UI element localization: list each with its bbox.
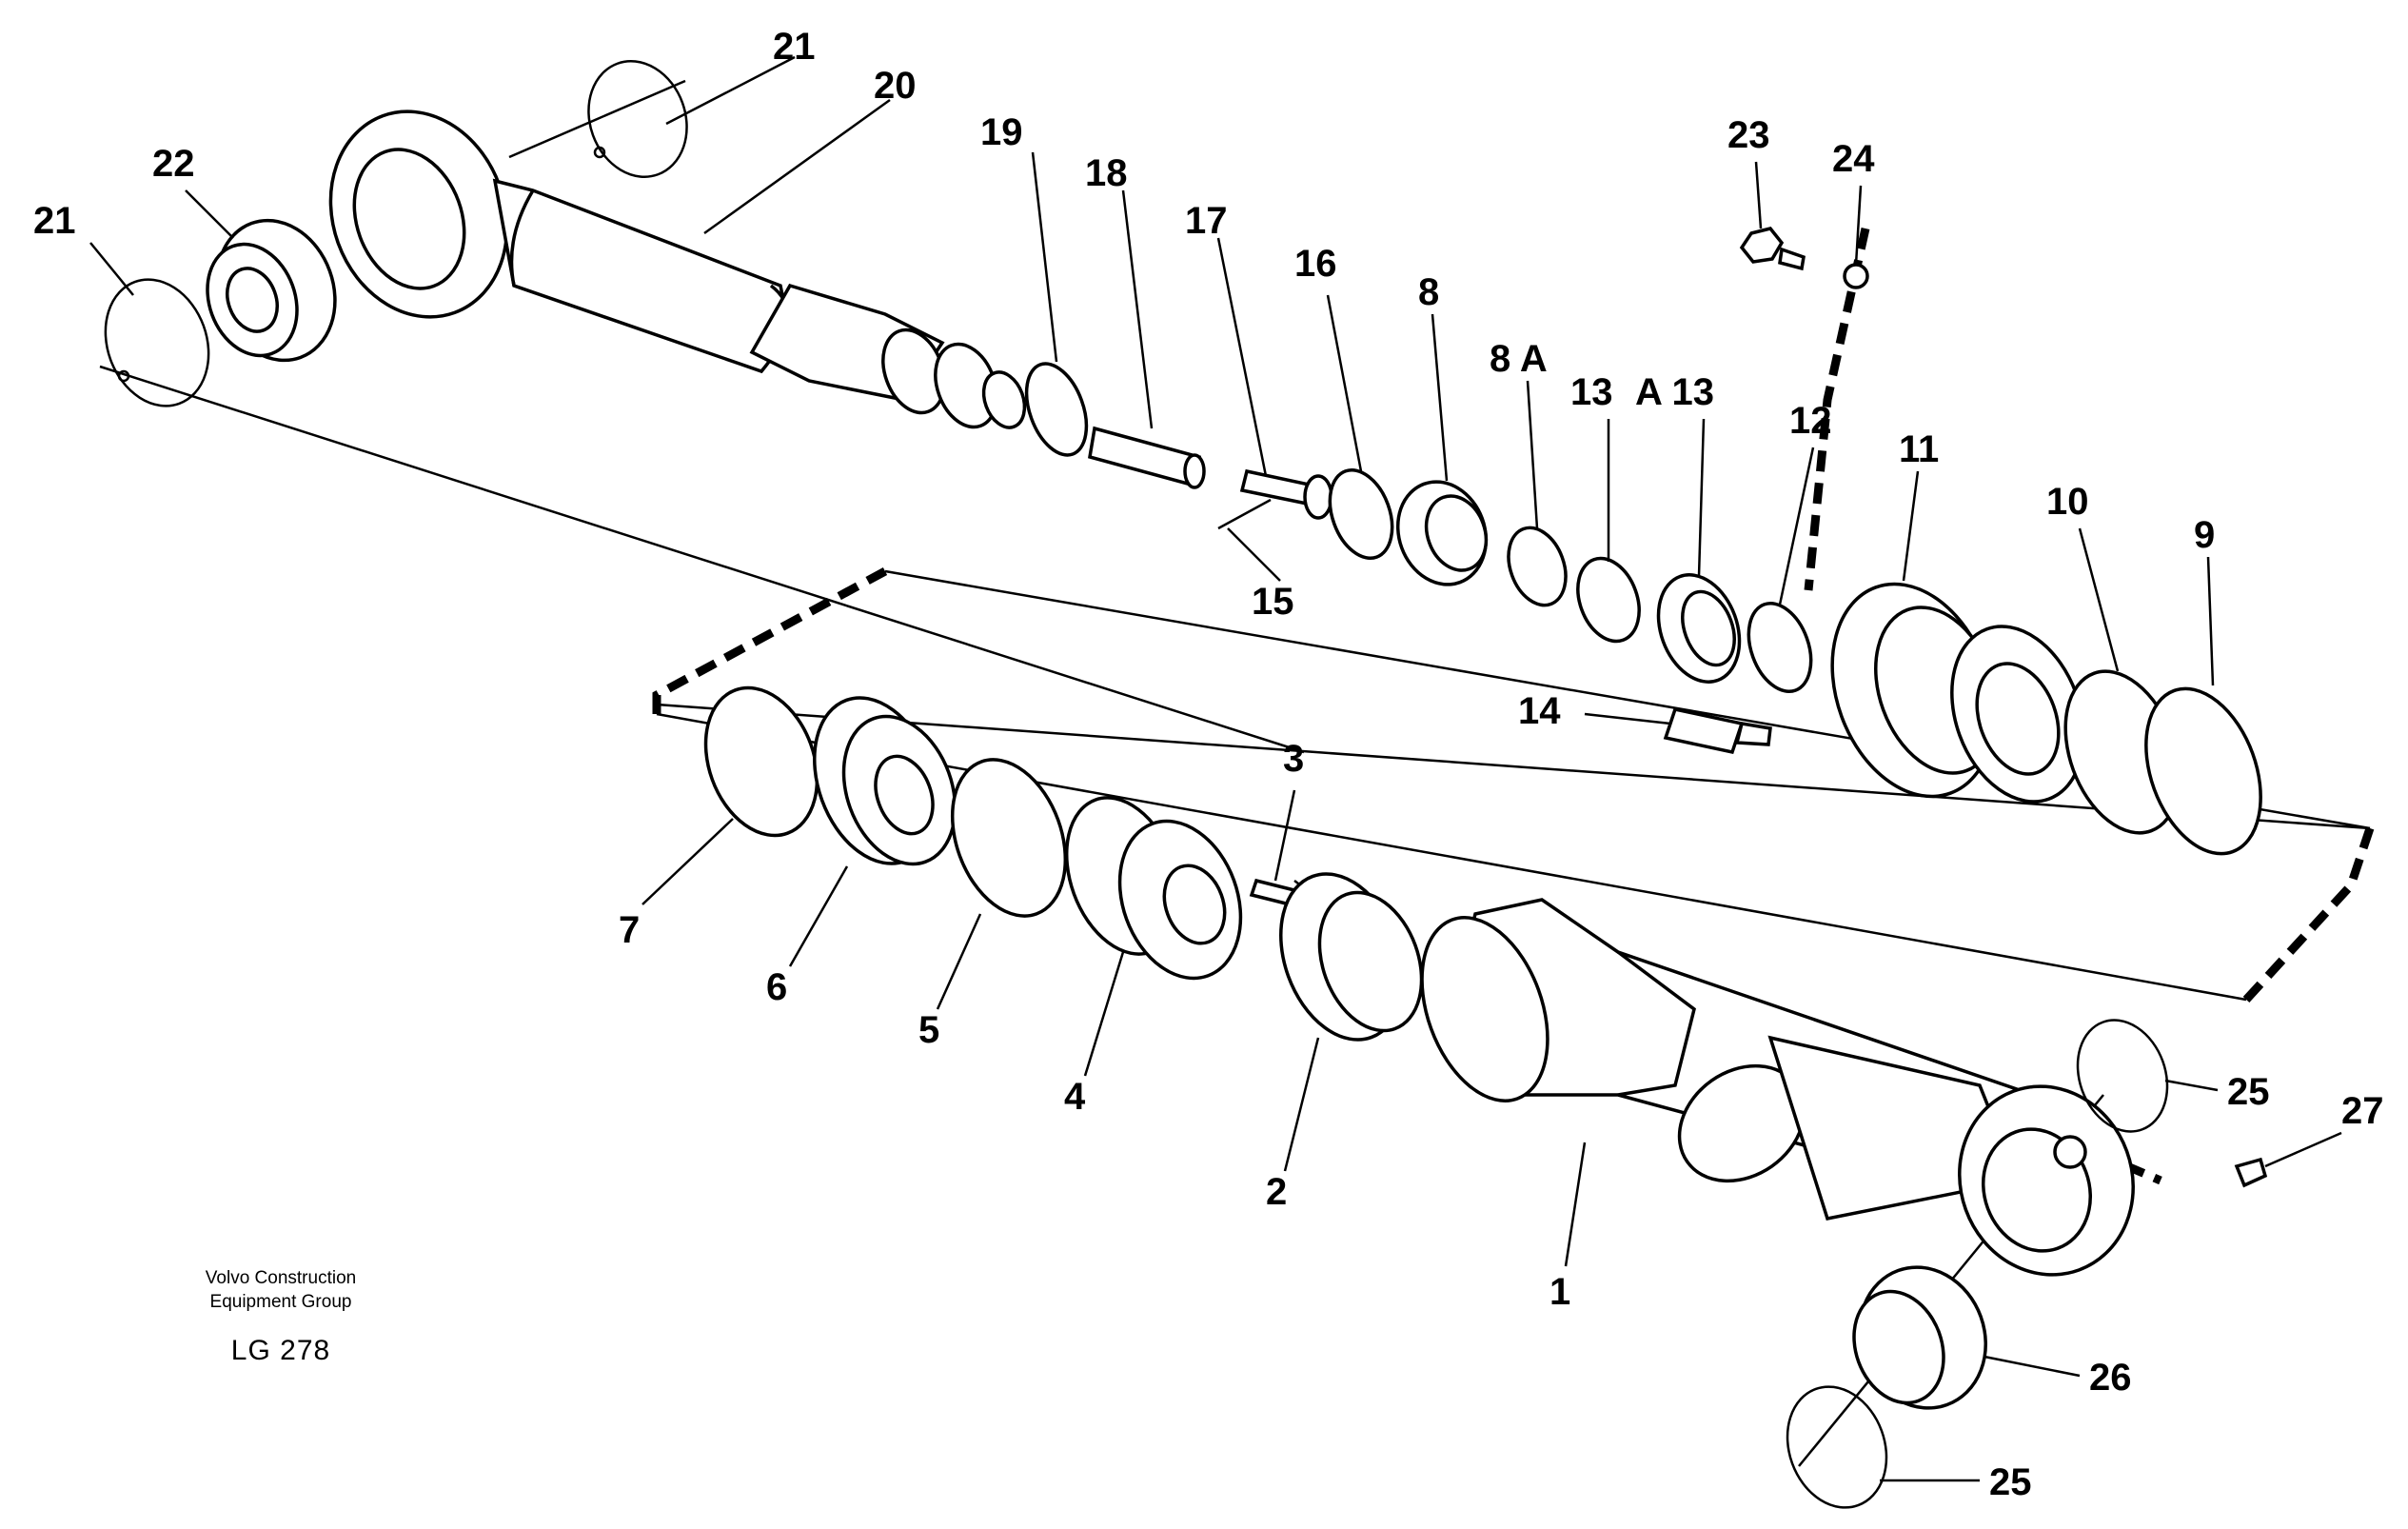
pin-15 (1217, 498, 1272, 530)
callout-9: 9 (2194, 514, 2215, 556)
callout-22: 22 (152, 143, 195, 185)
callout-12: 12 (1789, 400, 1832, 442)
callout-13: 13 (1570, 371, 1613, 413)
eye-axis-top (508, 79, 686, 159)
callout-8: 8 (1418, 271, 1439, 313)
callout-labels: 21 20 22 21 19 18 17 15 16 8 8 A 13 A 13… (33, 26, 2384, 1503)
callout-10: 10 (2046, 481, 2089, 523)
seal-13a (1656, 573, 1742, 684)
company-name-line2: Equipment Group (209, 1292, 352, 1312)
callout-2: 2 (1266, 1171, 1287, 1213)
upper-assembly-axis (99, 365, 1305, 754)
callout-21-left: 21 (33, 200, 76, 242)
callout-18: 18 (1085, 152, 1128, 194)
nut-4 (1064, 796, 1243, 981)
ring-13 (1576, 556, 1641, 644)
ring-8a (1507, 526, 1568, 607)
publisher-footer: Volvo Construction Equipment Group LG 27… (157, 1266, 405, 1367)
piston-6 (813, 696, 957, 866)
valve-17 (1239, 468, 1333, 520)
callout-20: 20 (874, 65, 917, 107)
cylinder-tube-1 (1420, 898, 2135, 1277)
company-name-line1: Volvo Construction (205, 1268, 357, 1288)
circlip-21-left (104, 278, 210, 407)
callout-7: 7 (619, 909, 640, 951)
lower-assembly-axis (656, 703, 2371, 830)
callout-6: 6 (766, 966, 787, 1008)
guide-ring-2 (1279, 872, 1424, 1042)
callout-26: 26 (2089, 1357, 2132, 1399)
o-ring-19 (1024, 362, 1089, 457)
circlip-25-top (2076, 1019, 2169, 1133)
drawing-code: LG 278 (230, 1335, 331, 1366)
washer-24 (1843, 263, 1869, 289)
callout-19: 19 (980, 111, 1023, 153)
ring-5 (950, 758, 1068, 918)
circlip-25-bottom (1786, 1385, 1888, 1509)
cylinder-head-11 (1830, 582, 2085, 804)
callout-1: 1 (1549, 1271, 1570, 1313)
callout-15: 15 (1252, 581, 1294, 623)
callout-13a: A 13 (1635, 371, 1714, 413)
callout-8a: 8 A (1490, 338, 1548, 380)
bolt-14 (1663, 706, 1772, 755)
ring-9 (2144, 686, 2262, 856)
callout-3: 3 (1283, 738, 1304, 780)
callout-21-top: 21 (773, 26, 816, 68)
callout-14: 14 (1518, 690, 1561, 732)
callout-25-bottom: 25 (1989, 1461, 2032, 1503)
circlip-21-top (587, 60, 688, 178)
callout-25-top: 25 (2227, 1071, 2270, 1113)
ring-7 (703, 685, 819, 838)
nut-23 (1739, 227, 1806, 271)
ring-16 (1328, 467, 1394, 561)
callout-27: 27 (2341, 1090, 2384, 1132)
callout-16: 16 (1294, 243, 1337, 285)
spring-18 (1088, 426, 1206, 489)
bushing-8 (1395, 480, 1489, 586)
callout-11: 11 (1899, 428, 1939, 470)
bearing-22 (206, 218, 337, 363)
callout-4: 4 (1064, 1076, 1086, 1118)
ring-12 (1747, 601, 1813, 694)
bearing-26 (1852, 1265, 1987, 1410)
callout-5: 5 (918, 1009, 939, 1051)
callout-24: 24 (1832, 138, 1875, 180)
callout-17: 17 (1185, 200, 1228, 242)
grease-nipple-27 (2234, 1157, 2268, 1188)
piston-rod-20 (328, 109, 1027, 429)
callout-23: 23 (1727, 114, 1770, 156)
leader-lines (89, 55, 2342, 1482)
